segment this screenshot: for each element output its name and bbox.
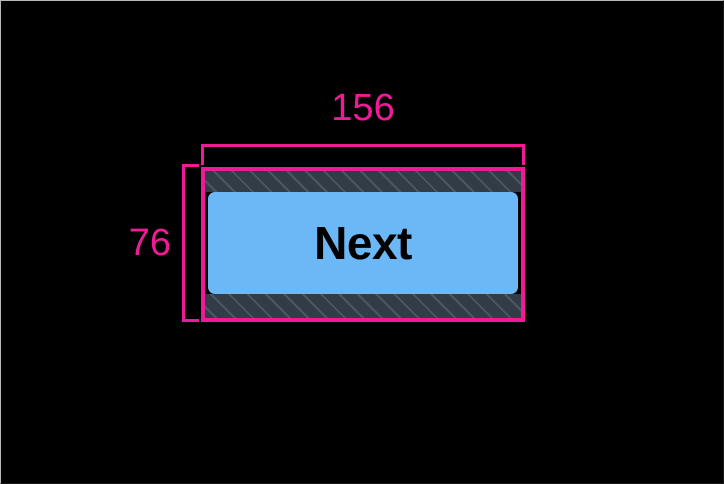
measured-element-outline: Next <box>201 167 525 322</box>
width-dimension-label: 156 <box>331 87 395 129</box>
next-button-label: Next <box>314 217 412 269</box>
height-dimension-label: 76 <box>128 222 171 264</box>
next-button[interactable]: Next <box>208 192 518 294</box>
spacing-band-bottom <box>205 294 521 318</box>
width-dimension-bracket <box>201 144 525 165</box>
height-dimension-bracket <box>182 164 199 322</box>
spacing-band-top <box>205 171 521 192</box>
